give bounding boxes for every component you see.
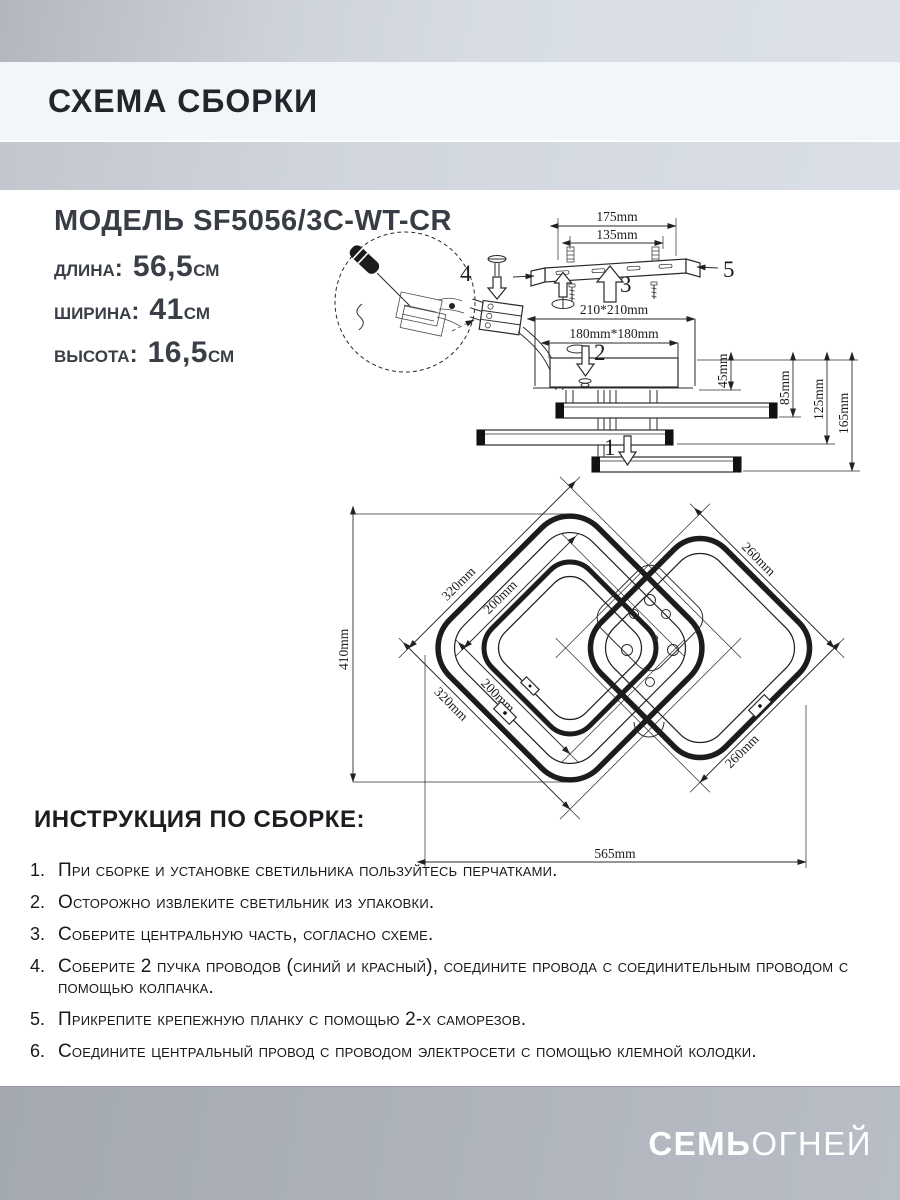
dim-180: 180mm*180mm <box>569 326 659 341</box>
height-unit: см <box>207 341 235 368</box>
up-arrow-icon <box>595 265 625 303</box>
side-view: 175mm 135mm <box>451 209 860 473</box>
step-3-label: 3 <box>620 272 632 297</box>
ring-junction <box>747 693 773 719</box>
step-text: Осторожно извлеките светильник из упаков… <box>58 892 435 913</box>
instruction-step: 6. Соедините центральный провод с провод… <box>30 1041 876 1062</box>
ring-side-2 <box>476 429 674 446</box>
screw-icon <box>568 283 576 301</box>
instruction-step: 1. При сборке и установке светильника по… <box>30 860 876 881</box>
step-text: Соберите центральную часть, согласно схе… <box>58 924 434 945</box>
terminal-block <box>469 298 524 336</box>
twist-screw-icon <box>551 297 575 309</box>
title-strip: СХЕМА СБОРКИ <box>0 62 900 140</box>
assembly-diagram: 175mm 135mm <box>334 209 860 868</box>
outer-ring <box>435 513 705 783</box>
instruction-step: 3. Соберите центральную часть, согласно … <box>30 924 876 945</box>
dimension-width: ширина: 41 см <box>54 293 452 327</box>
length-label: длина: <box>54 255 123 282</box>
assembly-instructions: ИНСТРУКЦИЯ ПО СБОРКЕ: 1. При сборке и ус… <box>30 806 876 1073</box>
dim-210: 210*210mm <box>580 302 649 317</box>
instruction-step: 4. Соберите 2 пучка проводов (синий и кр… <box>30 956 876 998</box>
screw-tip-icon <box>580 382 590 388</box>
step-number: 6. <box>30 1041 46 1061</box>
dim-410: 410mm <box>336 628 351 670</box>
instructions-title: ИНСТРУКЦИЯ ПО СБОРКЕ: <box>34 806 365 833</box>
screw-icon <box>486 255 508 300</box>
ring-side-1 <box>555 402 778 419</box>
wall-anchor-icon <box>566 246 575 263</box>
model-number: МОДЕЛЬ SF5056/3C-WT-CR <box>54 205 452 237</box>
brand-light: ОГНЕЙ <box>751 1125 872 1162</box>
dim-565: 565mm <box>594 846 636 861</box>
dim-125: 125mm <box>811 378 826 420</box>
step-4-label: 4 <box>460 261 472 286</box>
length-value: 56,5 <box>132 250 194 283</box>
step-number: 4. <box>30 956 46 976</box>
top-band <box>0 0 900 62</box>
inner-ring <box>481 559 659 737</box>
down-arrow-icon <box>617 435 638 467</box>
dim-175: 175mm <box>596 209 638 224</box>
page-title: СХЕМА СБОРКИ <box>48 82 319 119</box>
brand-bold: СЕМЬ <box>648 1125 752 1162</box>
step-number: 5. <box>30 1009 46 1029</box>
central-mount <box>596 564 704 738</box>
dim-45: 45mm <box>715 353 730 388</box>
step-number: 1. <box>30 860 46 880</box>
step-number: 3. <box>30 924 46 944</box>
screwdriver-icon <box>349 245 411 307</box>
width-unit: см <box>183 298 210 325</box>
ring-junction <box>492 700 518 726</box>
terminal-sketch <box>356 291 465 337</box>
step-1-label: 1 <box>604 435 616 460</box>
wall-anchor-icon <box>651 246 660 263</box>
width-value: 41 <box>149 293 184 326</box>
brand-logo: СЕМЬОГНЕЙ <box>648 1125 872 1163</box>
model-info: МОДЕЛЬ SF5056/3C-WT-CR длина: 56,5 см ши… <box>54 205 452 379</box>
step-text: Соберите 2 пучка проводов (синий и красн… <box>58 956 849 998</box>
ring-junction <box>519 675 541 697</box>
dimension-height: высота: 16,5 см <box>54 336 452 370</box>
instruction-step: 2. Осторожно извлеките светильник из упа… <box>30 892 876 913</box>
instruction-step: 5. Прикрепите крепежную планку с помощью… <box>30 1009 876 1030</box>
step-text: Соедините центральный провод с проводом … <box>58 1041 757 1062</box>
sub-band <box>0 140 900 190</box>
screw-icon <box>650 281 658 299</box>
length-unit: см <box>193 255 220 282</box>
wire-detail-inset <box>334 231 476 373</box>
footer-band: СЕМЬОГНЕЙ <box>0 1086 900 1200</box>
dimension-length: длина: 56,5 см <box>54 250 452 284</box>
dim-260-side: 260mm <box>722 731 762 771</box>
dim-165: 165mm <box>836 392 851 434</box>
step-2-label: 2 <box>594 340 606 365</box>
canopy-body <box>549 357 679 388</box>
dim-135: 135mm <box>596 227 638 242</box>
up-arrow-icon <box>553 271 573 298</box>
step-number: 2. <box>30 892 46 912</box>
height-label: высота: <box>54 341 138 368</box>
step-5-label: 5 <box>723 257 735 282</box>
width-label: ширина: <box>54 298 140 325</box>
left-ring-group: 320mm 320mm 200mm 200mm <box>398 476 742 820</box>
mounting-bracket <box>530 258 701 287</box>
dim-85: 85mm <box>777 370 792 405</box>
down-arrow-icon <box>486 276 508 300</box>
down-arrow-icon <box>575 345 596 378</box>
step-text: Прикрепите крепежную планку с помощью 2-… <box>58 1009 527 1030</box>
height-value: 16,5 <box>147 336 208 369</box>
step-text: При сборке и установке светильника польз… <box>58 860 558 881</box>
